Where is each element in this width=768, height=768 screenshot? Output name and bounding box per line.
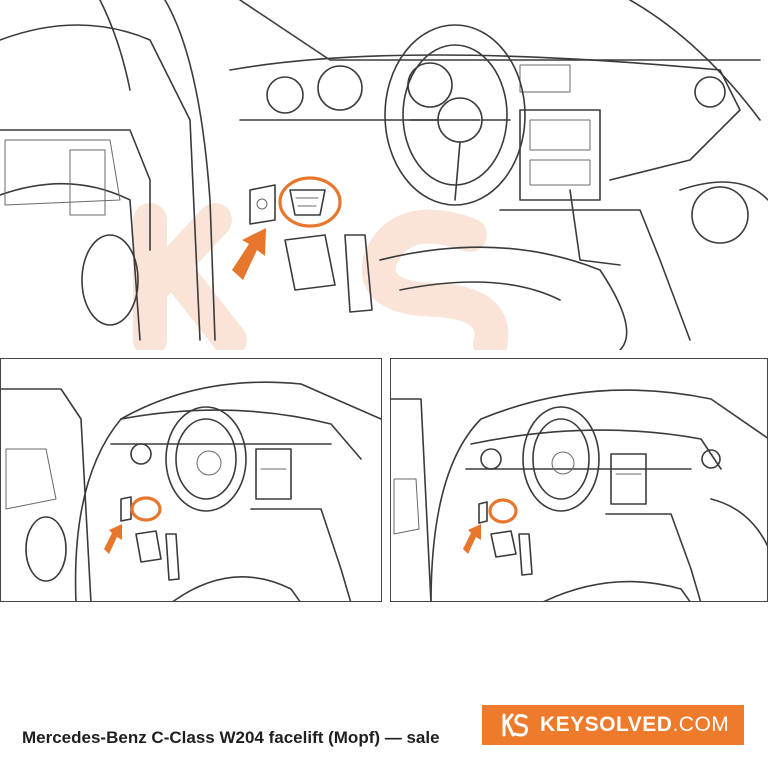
pointer-arrow-icon	[104, 524, 122, 554]
ks-logo-icon	[502, 713, 528, 737]
brand-wordmark: KEYSOLVED.COM	[540, 713, 729, 737]
pointer-arrow-icon	[232, 228, 266, 280]
main-obd-location-illustration	[0, 0, 768, 350]
watermark-logo	[133, 203, 509, 350]
inset-driver-door-open	[0, 358, 382, 602]
inset-cabin-wide-view	[390, 358, 768, 602]
brand-name: KEYSOLVED	[540, 713, 673, 736]
image-caption: Mercedes-Benz C-Class W204 facelift (Mop…	[22, 728, 440, 747]
obd-port-highlight-right	[488, 498, 518, 524]
pointer-arrow-icon	[463, 524, 481, 554]
obd-port-highlight-left	[130, 496, 162, 522]
obd-port-highlight	[278, 176, 342, 228]
brand-tld: .COM	[672, 713, 730, 736]
brand-badge[interactable]: KEYSOLVED.COM	[482, 705, 744, 745]
